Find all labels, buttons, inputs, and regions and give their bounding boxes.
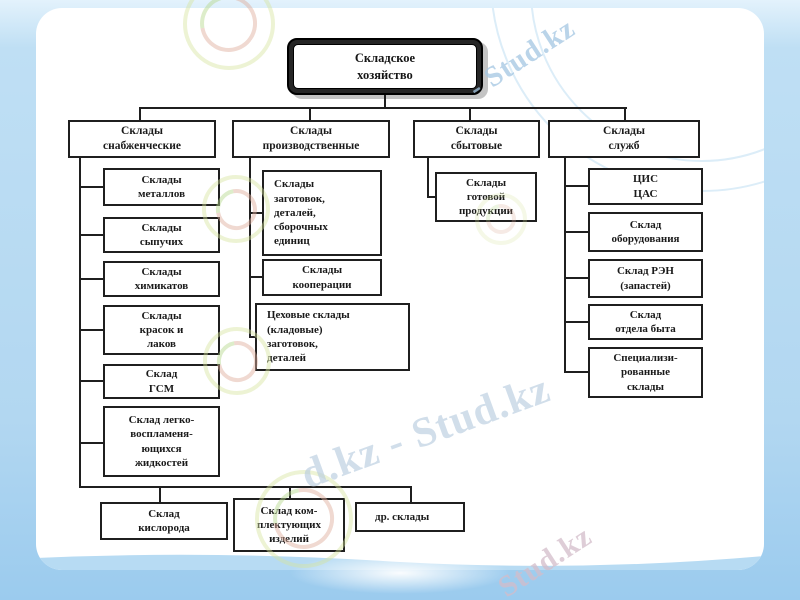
connector-line [564, 371, 588, 373]
connector-line [79, 486, 412, 488]
connector-line [249, 336, 255, 338]
node-fuel-warehouse: Склад ГСМ [103, 364, 220, 399]
connector-line [469, 107, 471, 120]
node-chemicals-warehouses: Склады химикатов [103, 261, 220, 297]
connector-line [427, 196, 435, 198]
node-finished-products-warehouses: Склады готовой продукции [435, 172, 537, 222]
node-bulk-warehouses: Склады сыпучих [103, 217, 220, 253]
connector-line [79, 278, 103, 280]
node-ren-spares-warehouse: Склад РЭН (запастей) [588, 259, 703, 298]
connector-line [249, 157, 251, 338]
node-paints-varnishes-warehouses: Склады красок и лаков [103, 305, 220, 355]
node-cis-cas-warehouse: ЦИС ЦАС [588, 168, 703, 205]
node-metal-warehouses: Склады металлов [103, 168, 220, 206]
bottom-glow [290, 552, 510, 594]
connector-line [159, 486, 161, 502]
node-specialized-warehouses: Специализи- рованные склады [588, 347, 703, 398]
connector-line [79, 442, 103, 444]
node-supply-warehouses: Склады снабженческие [68, 120, 216, 158]
node-other-warehouses: др. склады [355, 502, 465, 532]
connector-line [564, 231, 588, 233]
connector-line [564, 321, 588, 323]
connector-line [427, 157, 429, 198]
node-shop-storerooms: Цеховые склады (кладовые) заготовок, дет… [255, 303, 410, 371]
node-warehouse-management: Складское хозяйство [287, 38, 483, 95]
connector-line [309, 107, 311, 120]
connector-line [79, 380, 103, 382]
connector-line [624, 107, 626, 120]
node-cooperation-warehouses: Склады кооперации [262, 259, 382, 296]
connector-line [564, 277, 588, 279]
node-production-warehouses: Склады производственные [232, 120, 390, 158]
connector-line [79, 234, 103, 236]
connector-line [79, 329, 103, 331]
connector-line [139, 107, 141, 120]
node-warehouse-management-label: Складское хозяйство [293, 44, 477, 89]
connector-line [249, 276, 262, 278]
node-household-dept-warehouse: Склад отдела быта [588, 304, 703, 340]
connector-line [384, 95, 386, 108]
connector-line [289, 486, 291, 498]
node-sales-warehouses: Склады сбытовые [413, 120, 540, 158]
connector-line [249, 212, 262, 214]
node-oxygen-warehouse: Склад кислорода [100, 502, 228, 540]
connector-line [79, 186, 103, 188]
connector-line [410, 486, 412, 502]
node-equipment-warehouse: Склад оборудования [588, 212, 703, 252]
connector-line [564, 157, 566, 373]
node-blanks-parts-units-warehouses: Склады заготовок, деталей, сборочных еди… [262, 170, 382, 256]
node-components-warehouse: Склад ком- плектующих изделий [233, 498, 345, 552]
node-service-warehouses: Склады служб [548, 120, 700, 158]
connector-line [79, 157, 81, 488]
connector-line [139, 107, 627, 109]
connector-line [564, 185, 588, 187]
node-flammable-liquids-warehouse: Склад легко- воспламеня- ющихся жидкосте… [103, 406, 220, 477]
